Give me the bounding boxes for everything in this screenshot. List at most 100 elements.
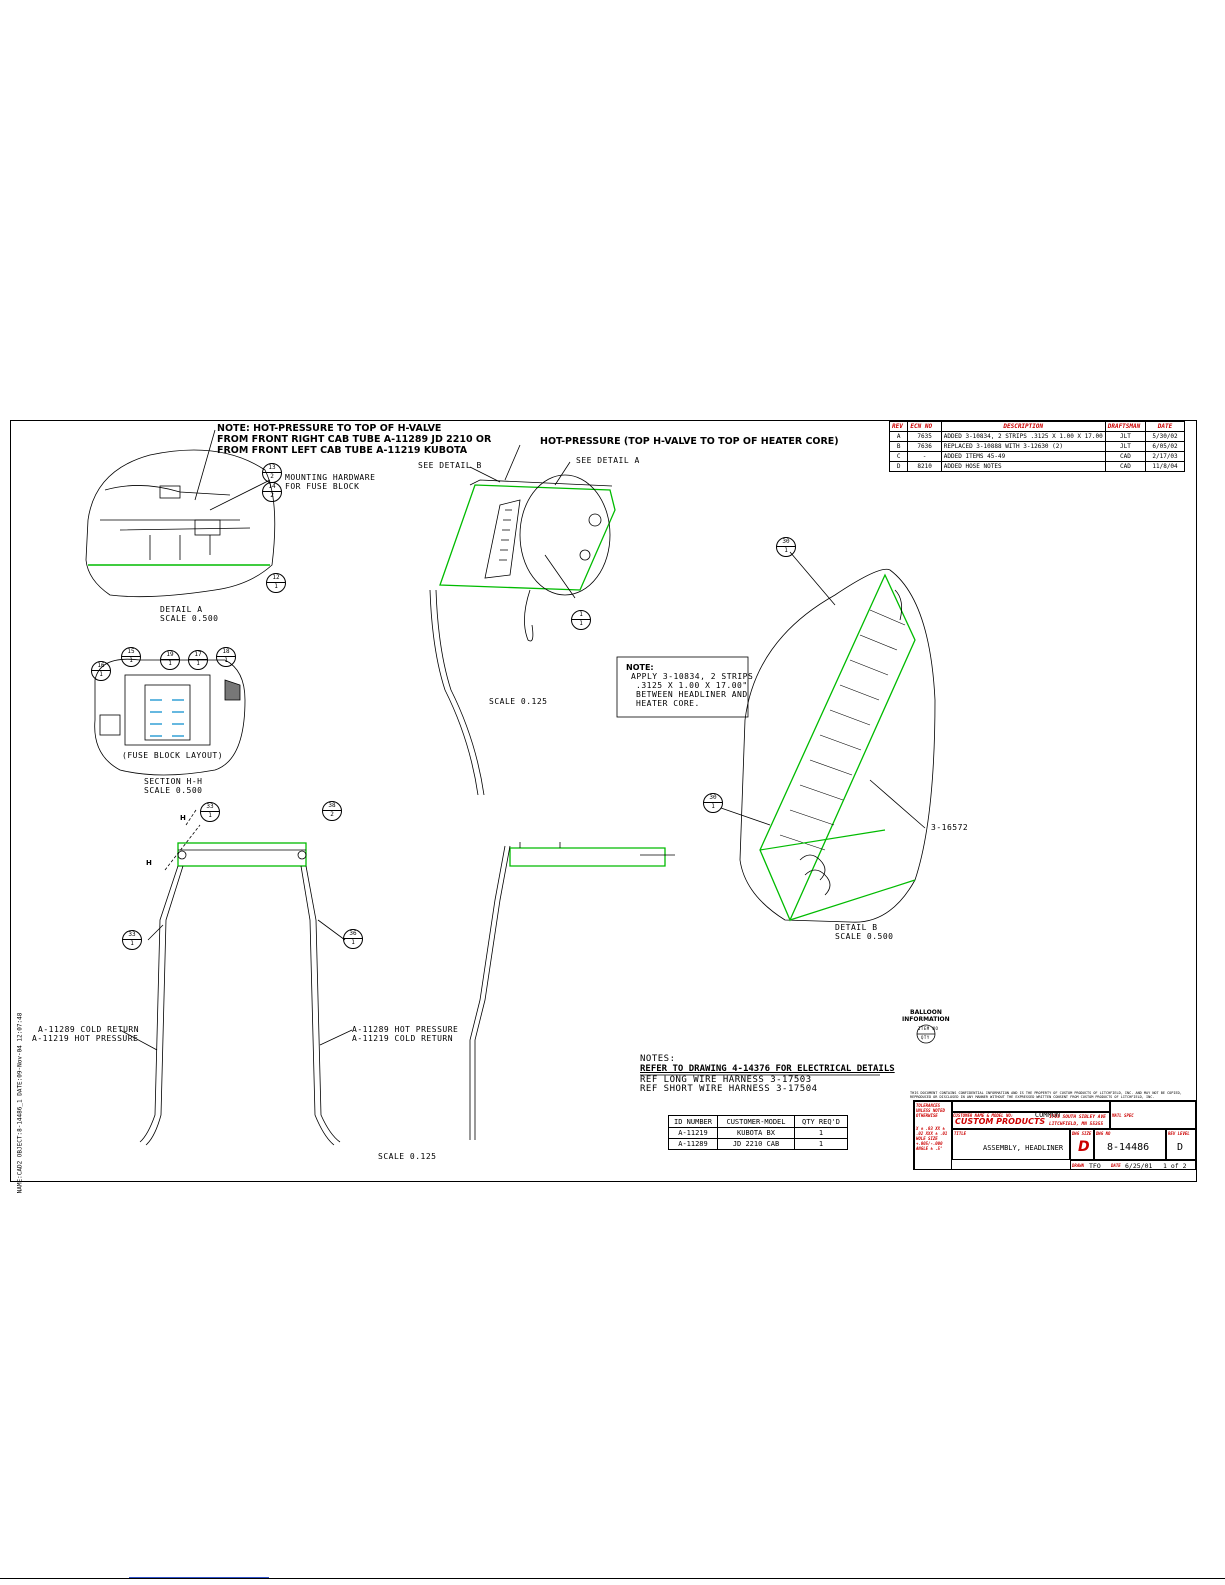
front-view-left bbox=[119, 809, 353, 1146]
fuse-block-layout-label: (FUSE BLOCK LAYOUT) bbox=[122, 751, 224, 760]
note-box-line-4: HEATER CORE. bbox=[636, 699, 700, 708]
size-cell: DWG SIZE D bbox=[1070, 1129, 1094, 1160]
balloon-qty: 1 bbox=[224, 657, 228, 664]
right-tube-label-1: A-11289 HOT PRESSURE bbox=[352, 1025, 459, 1034]
drawing-size: D bbox=[1078, 1139, 1090, 1155]
balloon-qty: 2 bbox=[330, 811, 334, 818]
balloon-qty: 1 bbox=[274, 583, 278, 590]
balloon-info-item: ITEM NO bbox=[918, 1026, 939, 1031]
material-spec-label: MATL SPEC bbox=[1112, 1113, 1134, 1118]
isometric-headliner-view bbox=[429, 444, 616, 796]
customer-value: COMMON bbox=[1034, 1111, 1061, 1119]
date-label: DATE bbox=[1111, 1163, 1121, 1168]
detail-b-scale: SCALE 0.500 bbox=[835, 932, 894, 941]
balloon-item-no: 30 bbox=[704, 794, 722, 803]
balloon-qty: 1 bbox=[196, 660, 200, 667]
model-cell: KUBOTA BX bbox=[717, 1127, 795, 1139]
balloon-item-no: 14 bbox=[263, 483, 281, 492]
left-tube-label-1: A-11289 COLD RETURN bbox=[38, 1025, 140, 1034]
section-cut-label-h2: H bbox=[146, 859, 152, 867]
left-tube-label-2: A-11219 HOT PRESSURE bbox=[32, 1034, 139, 1043]
balloon-qty: 1 bbox=[711, 803, 715, 810]
confidential-notice: THIS DOCUMENT CONTAINS CONFIDENTIAL INFO… bbox=[910, 1091, 1182, 1099]
top-view-scale: SCALE 0.125 bbox=[489, 697, 548, 706]
balloon-qty: 1 bbox=[130, 940, 134, 947]
page-footer-rule bbox=[0, 1578, 1225, 1579]
rev-level: D bbox=[1177, 1142, 1184, 1153]
balloon-item-no: 38 bbox=[323, 802, 341, 811]
mounting-hardware-label-1: MOUNTING HARDWARE bbox=[285, 473, 376, 482]
table-row: D 8210 ADDED HOSE NOTES CAD 11/8/04 bbox=[888, 461, 1185, 472]
balloon-item-no: 17 bbox=[189, 651, 207, 660]
material-spec-cell: MATL SPEC bbox=[1110, 1101, 1196, 1129]
balloon-item-no: 12 bbox=[267, 574, 285, 583]
side-view bbox=[469, 842, 675, 1140]
company-address-2: LITCHFIELD, MN 55355 bbox=[1049, 1122, 1104, 1127]
revision-table: REV ECN NO DESCRIPTION DRAFTSMAN DATE A … bbox=[888, 421, 1185, 472]
customer-label: CUSTOMER NAME & MODEL NO: bbox=[953, 1113, 1014, 1118]
company-address-1: 1715 SOUTH SIBLEY AVE bbox=[1049, 1115, 1106, 1120]
balloon-item-no: 33 bbox=[201, 803, 219, 812]
balloon-qty: 1 bbox=[208, 812, 212, 819]
note-box bbox=[616, 656, 749, 718]
rev-cell: CAD bbox=[1104, 461, 1147, 472]
title-block: TOLERANCES UNLESS NOTED OTHERWISE X ± .0… bbox=[913, 1100, 1196, 1170]
detail-b-title: DETAIL B bbox=[835, 923, 878, 932]
model-cell: JD 2210 CAB bbox=[717, 1138, 795, 1150]
part-number-label: 3-16572 bbox=[931, 823, 969, 832]
table-row: C - ADDED ITEMS 45-49 CAD 2/17/03 bbox=[888, 451, 1185, 462]
balloon-qty: 1 bbox=[168, 660, 172, 667]
balloon-qty: 1 bbox=[784, 547, 788, 554]
model-header: ID NUMBER bbox=[668, 1115, 718, 1128]
tolerance-label: TOLERANCES UNLESS NOTED OTHERWISE bbox=[916, 1103, 945, 1118]
balloon-item-no: 15 bbox=[122, 648, 140, 657]
balloon-info-label-1: BALLOON bbox=[910, 1009, 942, 1016]
note-box-line-1: APPLY 3-10834, 2 STRIPS bbox=[631, 672, 754, 681]
footer-link-underline[interactable] bbox=[129, 1577, 269, 1578]
note-box-title: NOTE: bbox=[626, 663, 654, 672]
model-cell: A-11219 bbox=[668, 1127, 718, 1139]
model-header: CUSTOMER-MODEL bbox=[717, 1115, 795, 1128]
balloon-item-no: 36 bbox=[344, 930, 362, 939]
drawn-by: TFO bbox=[1089, 1162, 1101, 1170]
balloon-qty: 2 bbox=[270, 492, 274, 499]
size-label: DWG SIZE bbox=[1072, 1131, 1092, 1136]
note-box-line-2: .3125 X 1.00 X 17.00" bbox=[636, 681, 748, 690]
rev-cell: 8210 bbox=[907, 461, 942, 472]
balloon-qty: 1 bbox=[129, 657, 133, 664]
model-cell: 1 bbox=[794, 1138, 848, 1150]
hv-note-line-3: FROM FRONT LEFT CAB TUBE A-11219 KUBOTA bbox=[217, 445, 468, 456]
balloon-qty: 1 bbox=[351, 939, 355, 946]
section-cut-label-h1: H bbox=[180, 814, 186, 822]
mounting-hardware-label-2: FOR FUSE BLOCK bbox=[285, 482, 360, 491]
notes-line-3: REF SHORT WIRE HARNESS 3-17504 bbox=[640, 1084, 818, 1094]
drawing-number: 8-14486 bbox=[1107, 1142, 1150, 1153]
hv-note-line-2: FROM FRONT RIGHT CAB TUBE A-11289 JD 221… bbox=[217, 434, 492, 445]
see-detail-b-label: SEE DETAIL B bbox=[418, 461, 482, 470]
detail-a-scale: SCALE 0.500 bbox=[160, 614, 219, 623]
detail-b-view bbox=[720, 551, 936, 923]
model-cell: 1 bbox=[794, 1127, 848, 1139]
balloon-item-no: 33 bbox=[123, 931, 141, 940]
note-box-line-3: BETWEEN HEADLINER AND bbox=[636, 690, 748, 699]
drawing-number-label: DWG NO bbox=[1096, 1131, 1111, 1136]
notes-line-1: REFER TO DRAWING 4-14376 FOR ELECTRICAL … bbox=[640, 1064, 895, 1074]
sheet-number: 1 of 2 bbox=[1163, 1162, 1187, 1170]
section-hh-view bbox=[94, 658, 246, 776]
title-cell: TITLE ASSEMBLY, HEADLINER bbox=[952, 1129, 1070, 1160]
balloon-item-no: 30 bbox=[777, 538, 795, 547]
right-tube-label-2: A-11219 COLD RETURN bbox=[352, 1034, 454, 1043]
balloon-item-no: 1 bbox=[572, 611, 590, 620]
section-hh-title: SECTION H-H bbox=[144, 777, 203, 786]
hv-note-line-1: NOTE: HOT-PRESSURE TO TOP OF H-VALVE bbox=[217, 423, 442, 434]
